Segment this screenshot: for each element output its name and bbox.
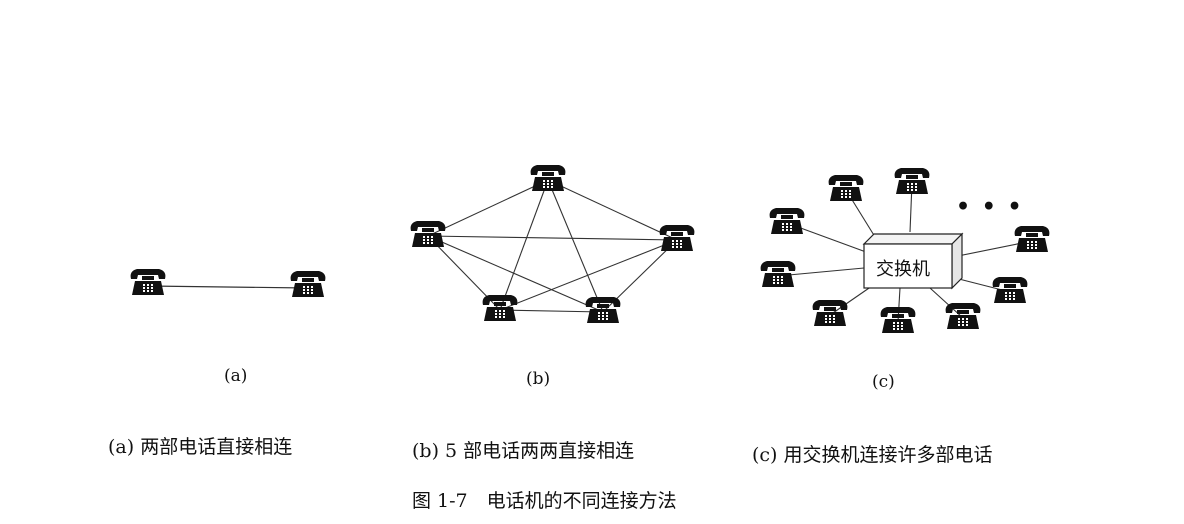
panel-b-diagram xyxy=(427,179,678,313)
telephone-icon xyxy=(945,303,981,329)
panel-c-label: (c) xyxy=(872,372,895,392)
telephone-icon xyxy=(894,168,930,194)
mesh-link xyxy=(499,239,678,311)
panel-a-label: (a) xyxy=(224,366,248,386)
mesh-link xyxy=(427,235,678,241)
more-phones-indicator: • • • xyxy=(956,194,1024,220)
telephone-icon xyxy=(992,277,1028,303)
mesh-link xyxy=(427,179,549,237)
telephone-icon xyxy=(659,225,695,251)
telephone-icon xyxy=(410,221,446,247)
panel-c-caption: (c) 用交换机连接许多部电话 xyxy=(752,444,993,466)
mesh-link xyxy=(547,179,604,313)
switch-link xyxy=(777,267,865,277)
panel-b-label: (b) xyxy=(526,369,551,389)
telephone-icon xyxy=(290,271,326,297)
telephone-icon xyxy=(812,300,848,326)
telephone-icon xyxy=(880,307,916,333)
link-a xyxy=(147,285,309,289)
panel-b-caption: (b) 5 部电话两两直接相连 xyxy=(412,440,635,462)
switch-label: 交换机 xyxy=(876,259,930,280)
telephone-icon xyxy=(769,208,805,234)
mesh-link xyxy=(547,179,678,241)
switch-link xyxy=(829,285,873,316)
mesh-link xyxy=(499,179,549,311)
telephone-icon xyxy=(828,175,864,201)
panel-b-phones xyxy=(410,165,695,323)
panel-a-caption: (a) 两部电话直接相连 xyxy=(108,436,293,458)
figure-caption: 图 1-7 电话机的不同连接方法 xyxy=(412,490,677,512)
telephone-icon xyxy=(585,297,621,323)
telephone-icon xyxy=(760,261,796,287)
mesh-link xyxy=(427,235,604,313)
telephone-icon xyxy=(1014,226,1050,252)
telephone-icon xyxy=(482,295,518,321)
mesh-link xyxy=(499,309,604,313)
telephone-icon xyxy=(130,269,166,295)
panel-a-diagram xyxy=(130,269,326,297)
switch-box xyxy=(862,232,964,290)
telephone-icon xyxy=(530,165,566,191)
